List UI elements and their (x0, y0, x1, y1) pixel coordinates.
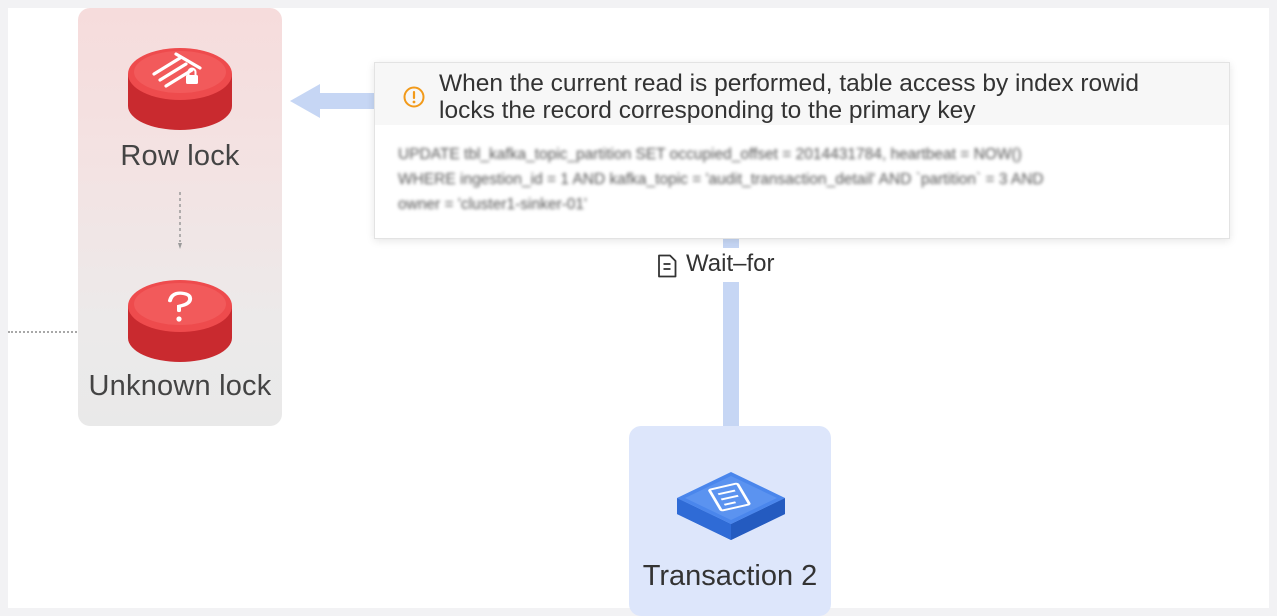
tooltip-title: When the current read is performed, tabl… (439, 70, 1139, 124)
row-lock-label: Row lock (120, 140, 240, 172)
transaction-2-label: Transaction 2 (642, 560, 818, 592)
sql-statement: UPDATE tbl_kafka_topic_partition SET occ… (398, 146, 1044, 213)
wait-for-edge (723, 236, 739, 428)
document-icon (658, 254, 677, 278)
row-lock-icon (128, 48, 232, 130)
diagram-canvas: Row lock Unknown lock (8, 8, 1269, 616)
lock-detail-tooltip: When the current read is performed, tabl… (374, 62, 1230, 239)
wait-arrow-head (290, 84, 382, 118)
warning-icon (403, 86, 425, 108)
wait-for-label[interactable]: Wait–for (648, 248, 808, 282)
transaction-icon (677, 472, 785, 540)
unknown-lock-node[interactable]: Unknown lock (78, 276, 282, 403)
transaction-2-node[interactable]: Transaction 2 (629, 426, 831, 616)
unknown-lock-icon (128, 280, 232, 362)
lock-group[interactable]: Row lock Unknown lock (78, 8, 282, 426)
unknown-lock-label: Unknown lock (88, 370, 272, 402)
tooltip-header: When the current read is performed, tabl… (375, 63, 1229, 125)
wait-for-text: Wait–for (686, 250, 775, 277)
lock-connector-arrow (178, 192, 182, 249)
incoming-dotted-edge (8, 331, 80, 333)
row-lock-node[interactable]: Row lock (78, 44, 282, 173)
